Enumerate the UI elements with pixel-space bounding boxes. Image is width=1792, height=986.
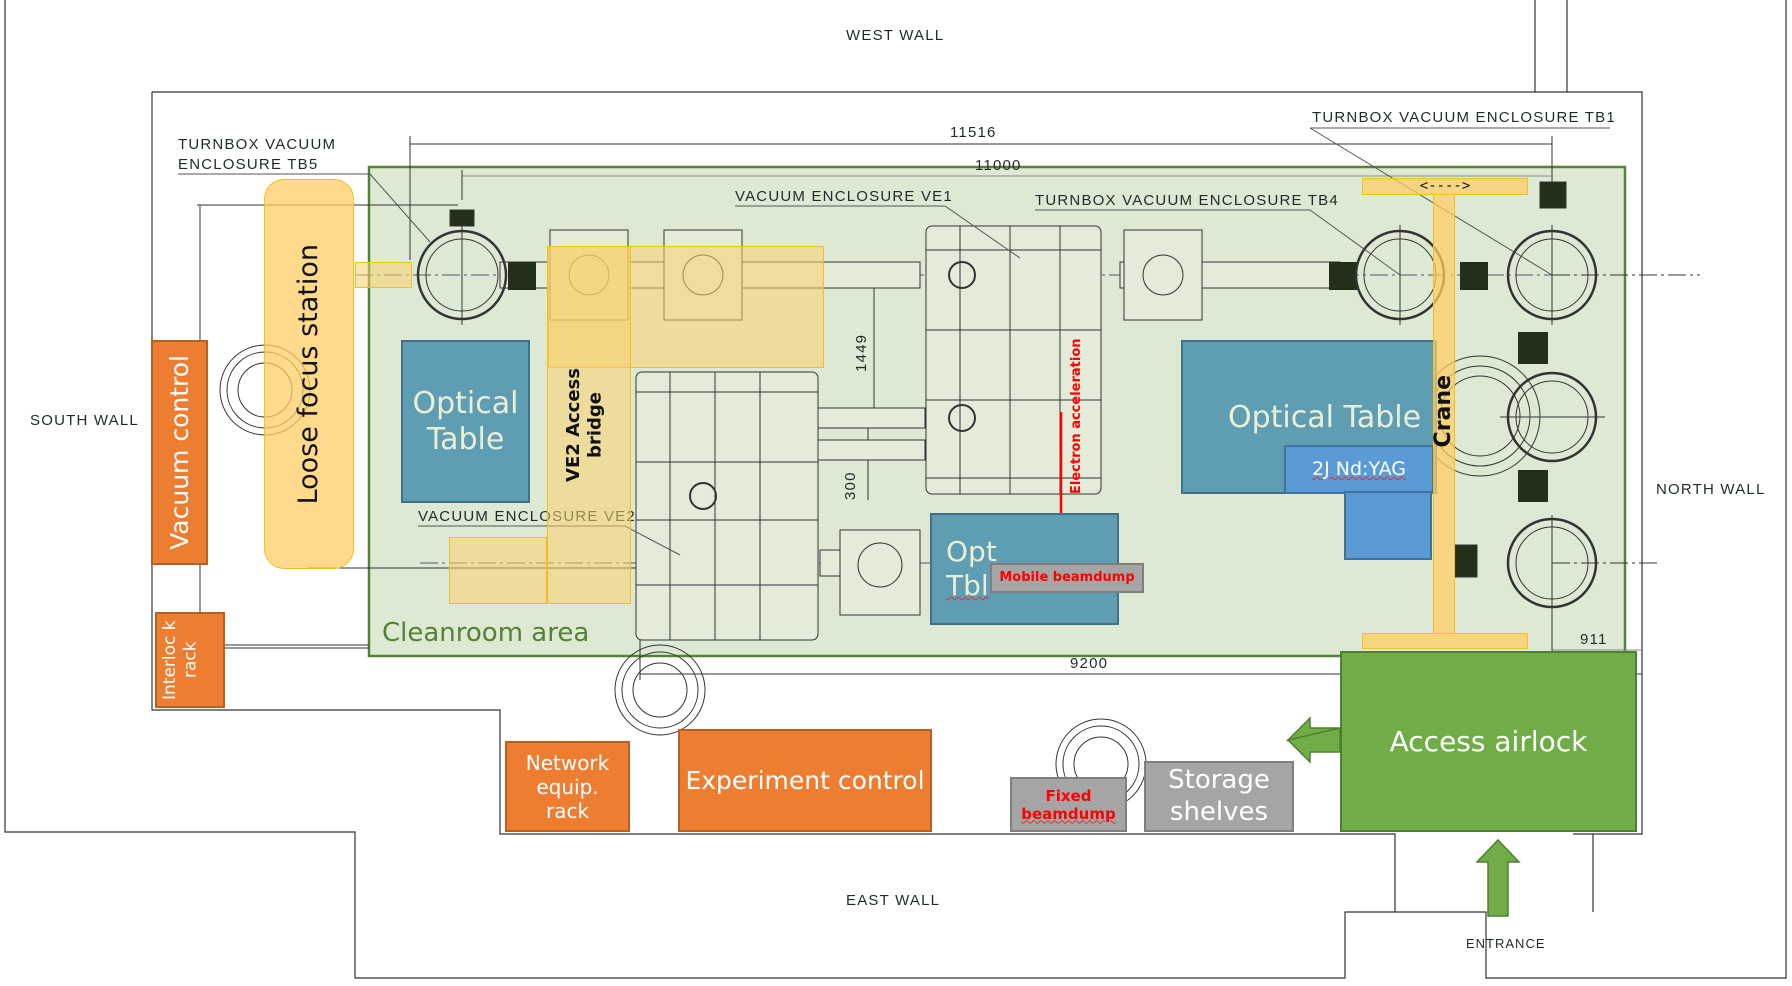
optical-table-left[interactable]: Optical Table: [401, 340, 530, 503]
loose-focus-station[interactable]: Loose focus station: [264, 179, 354, 569]
turnbox-tb2: [1500, 371, 1605, 463]
vacuum-enclosure-ve2: [635, 371, 819, 641]
tb5-label-line1: TURNBOX VACUUM: [178, 136, 336, 153]
experiment-control-label: Experiment control: [685, 765, 925, 795]
storage-shelves[interactable]: Storage shelves: [1144, 761, 1294, 832]
crane-beam[interactable]: Crane: [1430, 194, 1456, 634]
dim-1449: 1449: [853, 334, 870, 372]
mobile-beamdump[interactable]: Mobile beamdump: [990, 563, 1144, 593]
mobile-beamdump-text: Mobile beamdump: [999, 570, 1135, 586]
dim-9200: 9200: [1070, 655, 1108, 672]
optical-table-left-label-1: Optical: [412, 385, 519, 421]
vacuum-enclosure-ve1: [925, 225, 1102, 495]
network-equipment-rack[interactable]: Network equip. rack: [505, 741, 630, 832]
dim-11516: 11516: [950, 124, 997, 141]
ve2-bridge-line1: VE2 Access: [563, 368, 585, 482]
dim-911: 911: [1580, 631, 1608, 648]
ve1-label: VACUUM ENCLOSURE VE1: [735, 188, 953, 205]
electron-acceleration-label: Electron acceleration: [1069, 338, 1084, 494]
network-rack-line3: rack: [545, 798, 590, 823]
north-wall-label: NORTH WALL: [1656, 481, 1766, 498]
storage-shelves-line1: Storage: [1168, 765, 1270, 796]
leader-lines: [178, 127, 1610, 556]
turnbox-tb5: [416, 209, 508, 325]
nd-yag-label: 2J Nd:YAG: [1312, 458, 1406, 481]
network-rack-line2: equip.: [536, 774, 599, 799]
dim-11000: 11000: [975, 157, 1022, 174]
turnbox-tb3: [1454, 515, 1598, 612]
ve2-access-bridge-area-vertical: [547, 246, 631, 604]
east-wall-label: EAST WALL: [846, 892, 940, 909]
fixed-beamdump-line1: Fixed: [1045, 786, 1092, 805]
ve2-access-bridge-text: VE2 Access bridge: [563, 368, 606, 482]
nd-yag-laser-extension: [1344, 491, 1432, 560]
interlock-rack[interactable]: Interloc k rack: [155, 612, 225, 708]
access-airlock-label: Access airlock: [1389, 724, 1588, 758]
tb5-label-line2: ENCLOSURE TB5: [178, 156, 318, 173]
outer-walls: [4, 0, 1787, 979]
optical-table-left-label-2: Table: [426, 421, 505, 457]
crane-bottom-rail[interactable]: [1362, 633, 1528, 649]
nd-yag-laser[interactable]: 2J Nd:YAG: [1284, 445, 1434, 494]
airlock-left-arrow: [1285, 716, 1341, 764]
access-airlock[interactable]: Access airlock: [1340, 651, 1637, 832]
ve2-bridge-line2: bridge: [585, 392, 606, 458]
ve2-access-bridge-label: VE2 Access bridge: [555, 360, 615, 490]
optical-table-right-label: Optical Table: [1228, 400, 1422, 435]
storage-shelves-line2: shelves: [1169, 796, 1269, 827]
west-wall-label: WEST WALL: [846, 27, 944, 44]
loose-focus-beam-port: [355, 262, 412, 288]
entrance-label: ENTRANCE: [1466, 936, 1546, 951]
loose-focus-station-label: Loose focus station: [292, 243, 324, 505]
fixed-beamdump[interactable]: Fixed beamdump: [1010, 777, 1127, 832]
vacuum-control-label: Vacuum control: [164, 355, 194, 550]
crane-top-rail[interactable]: <---->: [1362, 178, 1528, 195]
opt-tbl-label-1: Opt: [946, 535, 997, 569]
ve2-access-bridge-area-lower: [449, 537, 547, 604]
entrance-up-arrow: [1475, 838, 1521, 917]
fixed-beamdump-line2: beamdump: [1021, 804, 1116, 823]
room-outline: [151, 91, 1643, 912]
crane-direction-arrow: <---->: [1419, 178, 1471, 195]
vacuum-control-rack[interactable]: Vacuum control: [151, 340, 208, 565]
network-rack-line1: Network: [525, 750, 610, 775]
mobile-beamdump-label: Mobile beamdump: [999, 570, 1134, 586]
experiment-control[interactable]: Experiment control: [678, 729, 932, 832]
crane-label: Crane: [1430, 375, 1456, 448]
tb1-label: TURNBOX VACUUM ENCLOSURE TB1: [1312, 109, 1616, 126]
bellows: [508, 262, 1548, 502]
cleanroom-label: Cleanroom area: [382, 618, 590, 648]
dim-300: 300: [842, 471, 859, 500]
tb4-label: TURNBOX VACUUM ENCLOSURE TB4: [1035, 192, 1339, 209]
south-wall-label: SOUTH WALL: [30, 412, 139, 429]
opt-tbl-label-2: Tbl: [946, 569, 989, 602]
interlock-rack-label: Interloc k rack: [160, 620, 201, 700]
